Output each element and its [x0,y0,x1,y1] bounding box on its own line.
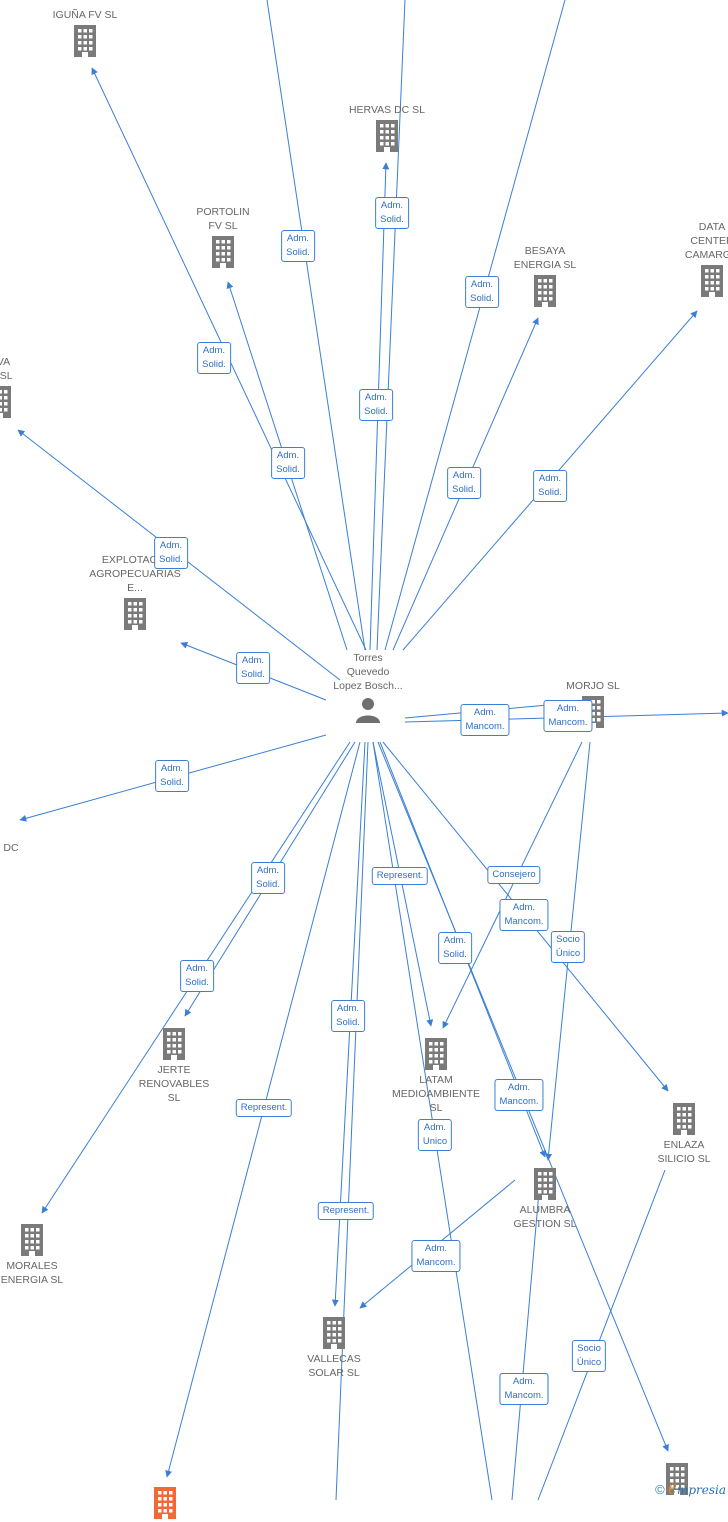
building-icon [534,275,556,307]
relationship-label[interactable]: Adm. Solid. [375,197,409,229]
building-icon [323,1317,345,1349]
person-name: Torres Quevedo Lopez Bosch... [333,652,403,692]
brand-footer: © €mpresia [655,1482,726,1498]
relationship-label[interactable]: Adm. Solid. [331,1000,365,1032]
relationship-label[interactable]: Adm. Unico [417,1119,453,1151]
relationship-label[interactable]: Adm. Solid. [533,470,567,502]
company-node-enlaza[interactable]: ENLAZA SILICIO SL [639,1100,728,1166]
company-node-sdc[interactable]: S DC [0,841,26,855]
company-name: BESAYA ENERGIA SL [513,245,577,271]
company-node-explotacion[interactable]: EXPLOTACIO AGROPECUARIAS E... [80,553,190,633]
relationship-label[interactable]: Adm. Solid. [197,342,231,374]
relationship-label[interactable]: Adm. Solid. [154,537,188,569]
relationship-label[interactable]: Represent. [235,1099,293,1117]
company-node-datacenter[interactable]: DATA CENTER CAMARGO [672,220,728,300]
building-icon [74,25,96,57]
company-node-bottomright[interactable] [657,1460,697,1498]
company-name: HERVAS DC SL [348,104,426,116]
relationship-label[interactable]: Adm. Solid. [271,447,305,479]
relationship-label[interactable]: Adm. Solid. [155,760,189,792]
relationship-label[interactable]: Adm. Mancom. [499,1373,549,1405]
company-name: LATAM MEDIOAMBIENTE SL [391,1074,481,1114]
relationship-edge [266,0,366,651]
relationship-edge [511,1179,541,1500]
relationship-label[interactable]: Adm. Solid. [359,389,393,421]
company-node-bottomred[interactable] [145,1484,185,1522]
company-name: PORTOLIN FV SL [196,206,250,232]
relationship-label[interactable]: Adm. Solid. [438,932,472,964]
company-name: EVA IA SL [0,356,13,382]
company-name: VALLECAS SOLAR SL [307,1353,361,1379]
company-name: JERTE RENOVABLES SL [138,1064,210,1104]
relationship-label[interactable]: Adm. Solid. [251,862,285,894]
company-node-morales[interactable]: MORALES ENERGIA SL [0,1221,87,1287]
relationship-edge [384,0,566,651]
building-icon [673,1103,695,1135]
relationship-label[interactable]: Socio Único [550,931,586,963]
building-icon [163,1028,185,1060]
relationship-label[interactable]: Represent. [317,1202,375,1220]
company-name: MORALES ENERGIA SL [0,1260,64,1286]
company-name: S DC [0,842,19,854]
brand-name: mpresia [676,1483,726,1497]
company-node-vallecas[interactable]: VALLECAS SOLAR SL [289,1314,379,1380]
relationship-edge [442,741,583,1029]
person-icon [356,698,380,723]
company-node-hervas[interactable]: HERVAS DC SL [332,103,442,155]
building-icon [154,1487,176,1519]
company-node-alumbra[interactable]: ALUMBRA GESTION SL [495,1165,595,1231]
company-name: IGUÑA FV SL [52,9,118,21]
relationship-label[interactable]: Socio Único [571,1340,607,1372]
relationship-edge [376,0,406,651]
relationship-label[interactable]: Adm. Solid. [180,960,214,992]
building-icon [534,1168,556,1200]
building-icon [425,1038,447,1070]
building-icon [124,598,146,630]
person-node-center[interactable]: Torres Quevedo Lopez Bosch... [318,651,418,727]
relationship-label[interactable]: Adm. Solid. [281,230,315,262]
relationship-label[interactable]: Adm. Mancom. [499,899,549,931]
company-name: MORJO SL [566,680,620,692]
relationship-label[interactable]: Consejero [487,866,541,884]
company-node-latam[interactable]: LATAM MEDIOAMBIENTE SL [381,1035,491,1115]
company-node-besaya[interactable]: BESAYA ENERGIA SL [495,244,595,310]
company-name: ALUMBRA GESTION SL [513,1204,577,1230]
building-icon [212,236,234,268]
relationship-label[interactable]: Adm. Solid. [236,652,270,684]
company-node-portolin[interactable]: PORTOLIN FV SL [178,205,268,271]
company-node-eva[interactable]: EVA IA SL [0,355,30,421]
brand-logo-e: € [668,1482,677,1498]
relationship-edge [537,1169,666,1500]
relationship-label[interactable]: Adm. Mancom. [494,1079,544,1111]
relationship-label[interactable]: Represent. [371,867,429,885]
relationship-label[interactable]: Adm. Solid. [465,276,499,308]
building-icon [0,386,11,418]
company-node-jerte[interactable]: JERTE RENOVABLES SL [124,1025,224,1105]
company-name: DATA CENTER CAMARGO [684,221,728,261]
relationship-label[interactable]: Adm. Mancom. [460,704,510,736]
copyright-symbol: © [655,1482,665,1497]
company-node-iguna[interactable]: IGUÑA FV SL [30,8,140,60]
building-icon [21,1224,43,1256]
relationship-label[interactable]: Adm. Mancom. [411,1240,461,1272]
building-icon [376,120,398,152]
relationship-label[interactable]: Adm. Solid. [447,467,481,499]
relationship-label[interactable]: Adm. Mancom. [543,700,593,732]
relationship-edge [335,741,369,1500]
company-name: EXPLOTACIO AGROPECUARIAS E... [89,554,181,594]
building-icon [666,1463,688,1495]
company-name: ENLAZA SILICIO SL [657,1139,711,1165]
building-icon [701,265,723,297]
